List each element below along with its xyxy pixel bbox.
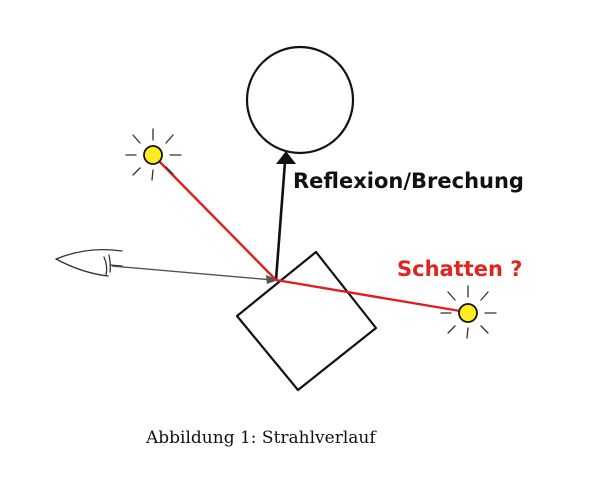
reflection-label: Reflexion/Brechung (293, 169, 524, 193)
square-object (235, 250, 378, 392)
eye-icon (55, 249, 123, 277)
sphere (245, 45, 355, 155)
eye-ray (111, 265, 274, 281)
reflection-ray-arrowhead (276, 151, 296, 164)
shadow-label: Schatten ? (397, 257, 522, 281)
light-source-icon (440, 285, 497, 339)
figure-caption: Abbildung 1: Strahlverlauf (145, 428, 377, 448)
light-source-icon (125, 128, 182, 181)
reflection-ray (274, 161, 287, 281)
shadow-ray (275, 278, 467, 314)
eye-ray-arrowhead (266, 275, 278, 284)
incident-light-ray (154, 156, 277, 281)
